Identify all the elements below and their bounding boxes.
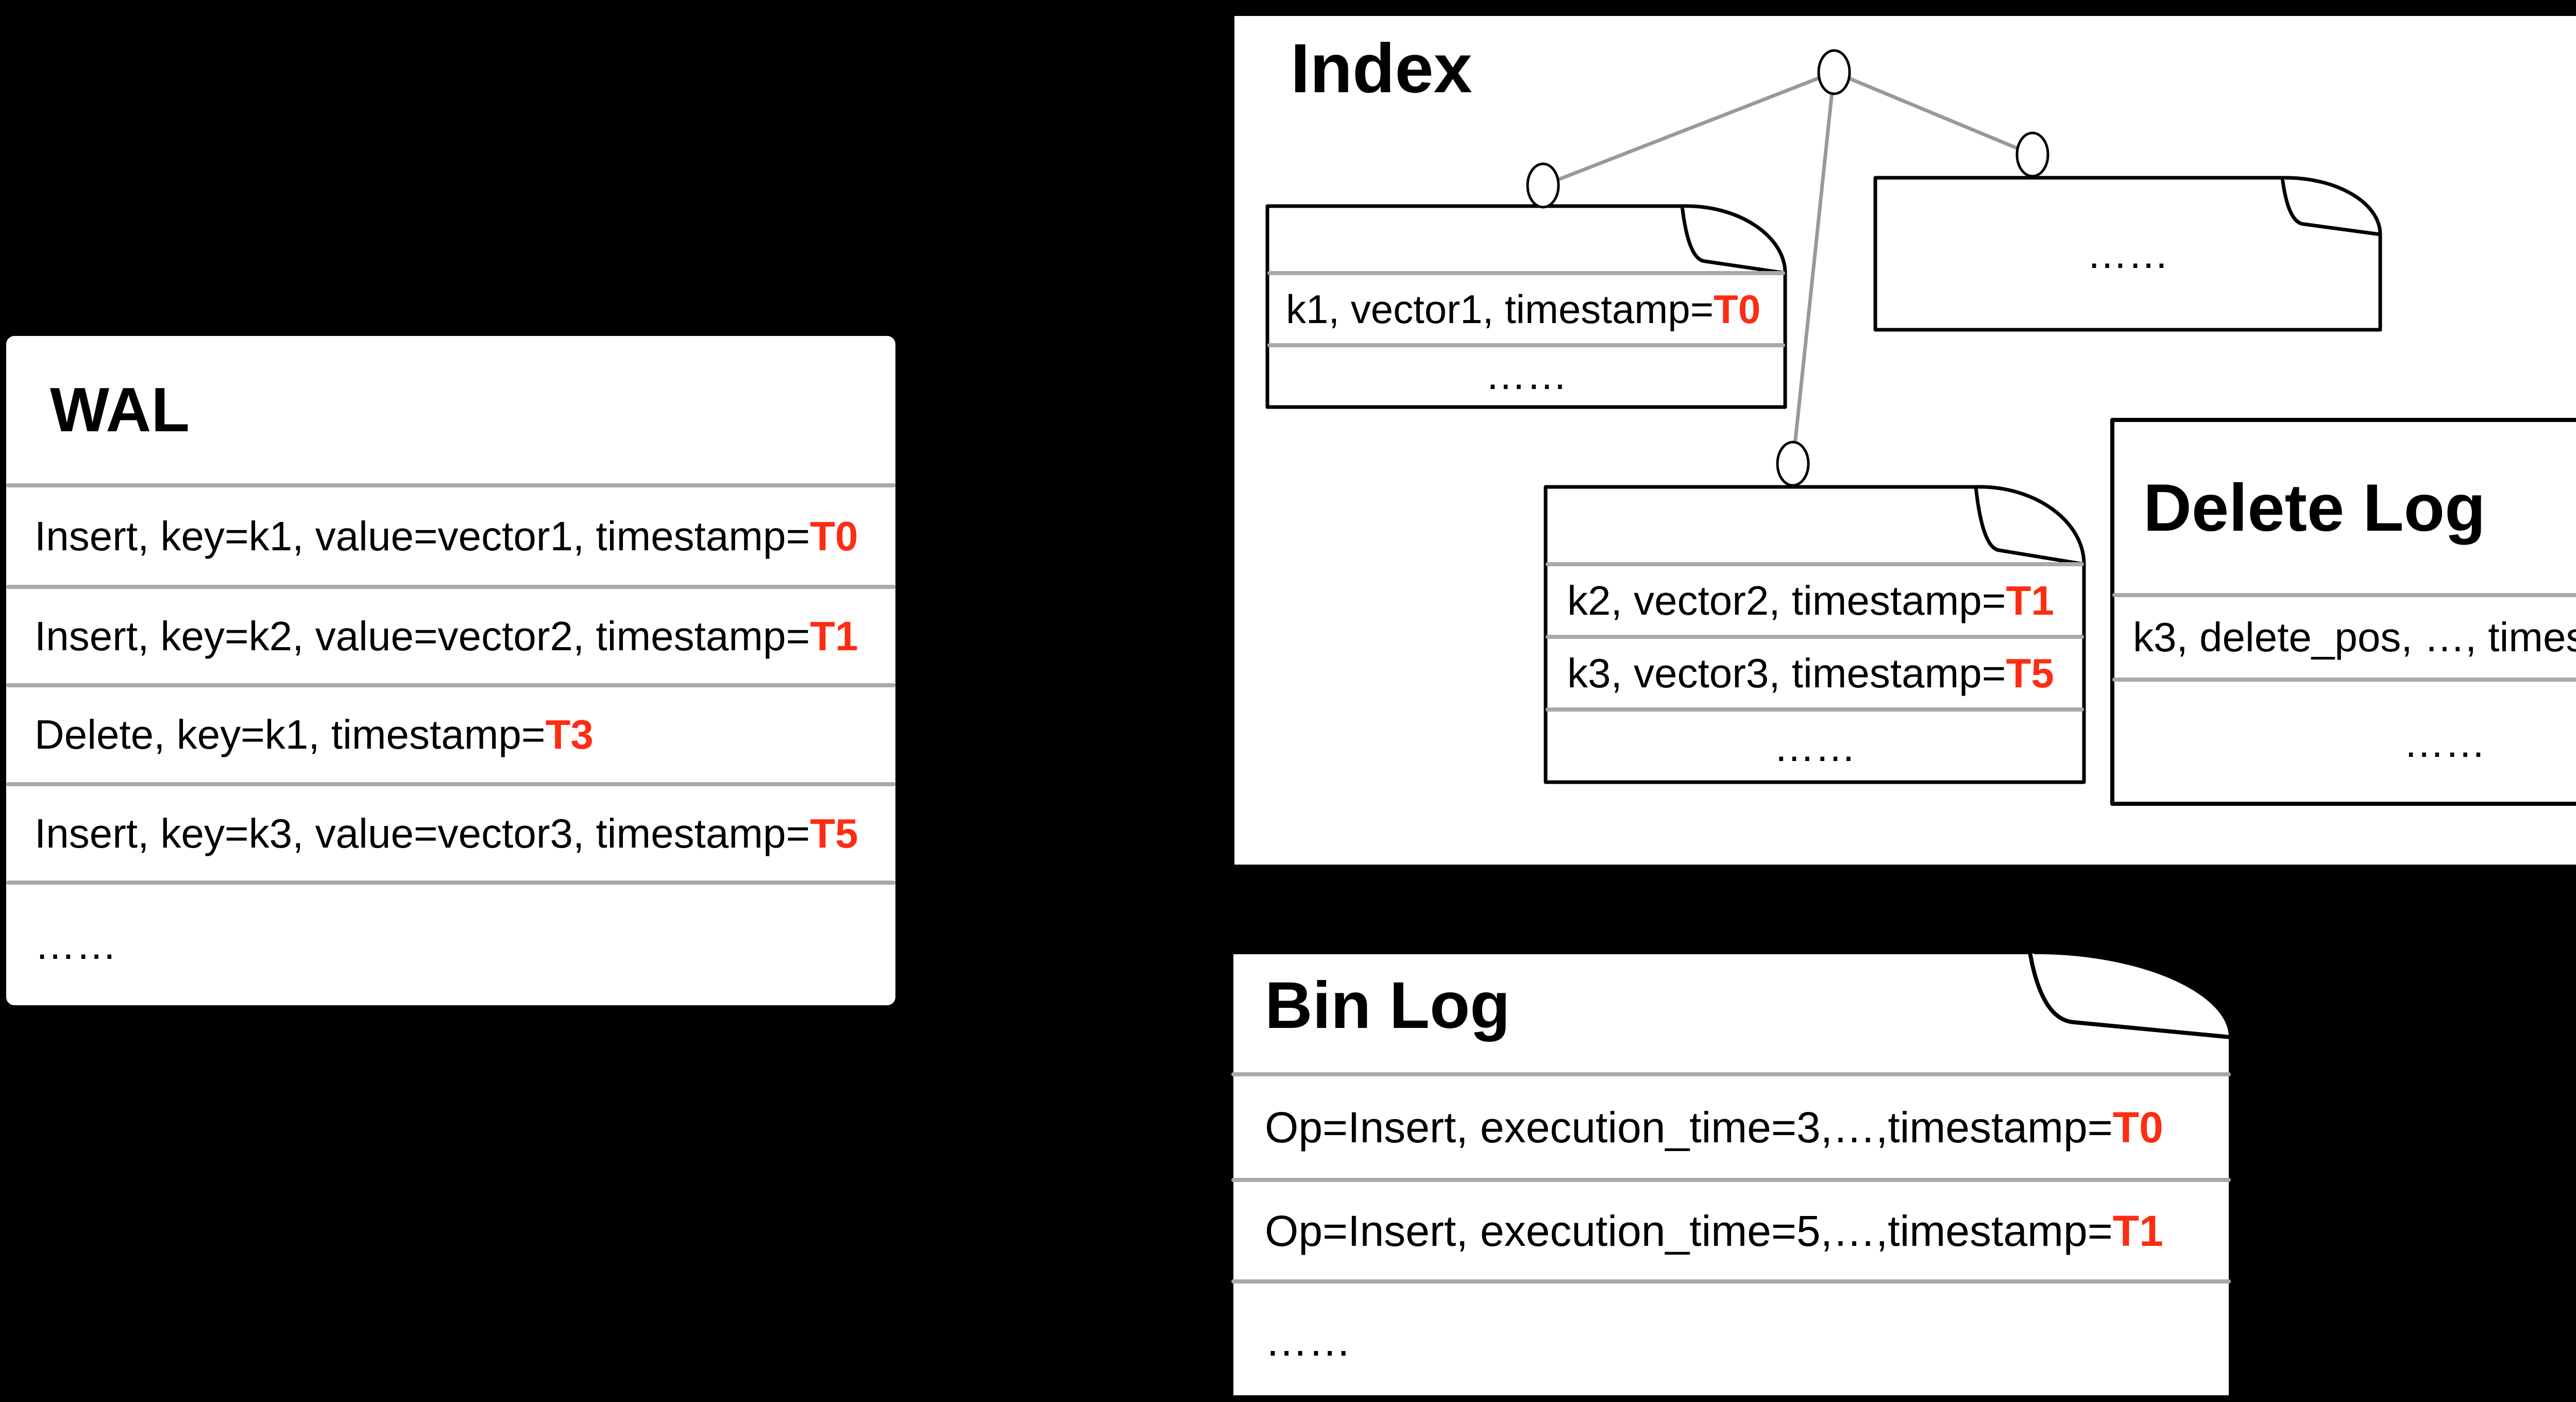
delete-log-row-text: k3, delete_pos, …, timestamp= [2133, 614, 2576, 660]
doc-k2k3-divider [1546, 707, 2084, 712]
index-title: Index [1291, 29, 1472, 107]
wal-row-text: Insert, key=k3, value=vector3, timestamp… [35, 810, 810, 856]
delete-log-row: k3, delete_pos, …, timestamp=T3 [2133, 597, 2576, 678]
tree-edge-root-left [1542, 70, 1835, 188]
tree-node-middle [1776, 441, 1810, 487]
wal-divider [6, 782, 895, 786]
bin-log-divider [1231, 1072, 2231, 1076]
wal-row-timestamp: T3 [545, 712, 594, 757]
doc-other-fold-icon [2280, 177, 2381, 237]
bin-log-row: Op=Insert, execution_time=5,…,timestamp=… [1265, 1182, 2202, 1279]
wal-divider [6, 585, 895, 589]
bin-log-row-timestamp: T1 [2112, 1206, 2163, 1255]
doc-k2k3-row-ellipsis: …… [1546, 712, 2084, 782]
tree-node-left [1526, 162, 1560, 209]
bin-log-divider [1231, 1178, 2231, 1182]
doc-k2k3-divider [1546, 562, 2084, 566]
wal-divider [6, 881, 895, 885]
doc-bin-log-fold-icon [2028, 952, 2231, 1039]
bin-log-row: Op=Insert, execution_time=3,…,timestamp=… [1265, 1076, 2202, 1178]
bin-log-row-timestamp: T0 [2112, 1103, 2163, 1152]
bin-log-row-text: …… [1265, 1316, 1351, 1365]
wal-title: WAL [50, 375, 190, 445]
doc-bin-log-body [1229, 950, 2233, 1399]
doc-k2k3-row-timestamp: T1 [2006, 577, 2054, 623]
wal-row: Delete, key=k1, timestamp=T3 [35, 687, 890, 782]
doc-delete-log-body [2110, 418, 2576, 806]
wal-row-timestamp: T5 [810, 810, 858, 856]
delete-log-row-text: …… [2403, 719, 2486, 766]
wal-row-timestamp: T0 [810, 513, 858, 559]
bin-log-row-ellipsis: …… [1265, 1283, 2202, 1397]
doc-other-row-ellipsis: …… [1875, 178, 2380, 330]
wal-row-text: Insert, key=k2, value=vector2, timestamp… [35, 613, 810, 659]
tree-edge-root-middle [1791, 72, 1836, 464]
doc-k2k3-fold-icon [1974, 486, 2084, 566]
wal-row-text: Delete, key=k1, timestamp= [35, 712, 546, 757]
doc-k1-row-text: k1, vector1, timestamp= [1286, 286, 1714, 332]
doc-k2k3-row-text: k3, vector3, timestamp= [1567, 650, 2006, 696]
doc-k2k3-row-timestamp: T5 [2006, 650, 2054, 696]
doc-k2k3-row: k3, vector3, timestamp=T5 [1567, 639, 2072, 707]
delete-log-row-ellipsis: …… [2112, 682, 2576, 804]
doc-k2k3-row-text: k2, vector2, timestamp= [1567, 577, 2006, 623]
delete-log-title: Delete Log [2143, 470, 2486, 545]
wal-row-text: …… [35, 922, 117, 968]
bin-log-row-text: Op=Insert, execution_time=3,…,timestamp= [1265, 1103, 2113, 1152]
tree-node-right [2015, 131, 2049, 178]
doc-other-row-text: …… [2087, 230, 2169, 277]
doc-k2k3-row-text: …… [1773, 723, 1856, 770]
wal-row: Insert, key=k2, value=vector2, timestamp… [35, 589, 890, 683]
tree-edge-root-right [1833, 70, 2033, 157]
tree-root-node [1817, 49, 1851, 95]
doc-k1-divider [1267, 343, 1785, 347]
wal-row-text: Insert, key=k1, value=vector1, timestamp… [35, 513, 810, 559]
doc-k1-row-ellipsis: …… [1267, 343, 1785, 407]
wal-box [6, 336, 895, 1005]
wal-row: Insert, key=k1, value=vector1, timestamp… [35, 487, 890, 585]
doc-k2k3-divider [1546, 635, 2084, 639]
doc-k1-row-text: …… [1485, 352, 1568, 398]
doc-k1-row-timestamp: T0 [1714, 286, 1761, 332]
doc-k2k3-row: k2, vector2, timestamp=T1 [1567, 566, 2072, 635]
doc-k1-fold-icon [1680, 206, 1786, 275]
delete-log-divider [2112, 593, 2576, 597]
delete-log-divider [2112, 678, 2576, 682]
wal-divider [6, 483, 895, 487]
doc-k1-divider [1267, 271, 1785, 275]
wal-row: Insert, key=k3, value=vector3, timestamp… [35, 786, 890, 881]
wal-divider [6, 683, 895, 687]
bin-log-title: Bin Log [1265, 969, 1511, 1042]
bin-log-divider [1231, 1279, 2231, 1283]
wal-row-ellipsis: …… [35, 885, 890, 1005]
wal-row-timestamp: T1 [810, 613, 858, 659]
doc-k1-row: k1, vector1, timestamp=T0 [1286, 275, 1770, 343]
bin-log-row-text: Op=Insert, execution_time=5,…,timestamp= [1265, 1206, 2113, 1255]
